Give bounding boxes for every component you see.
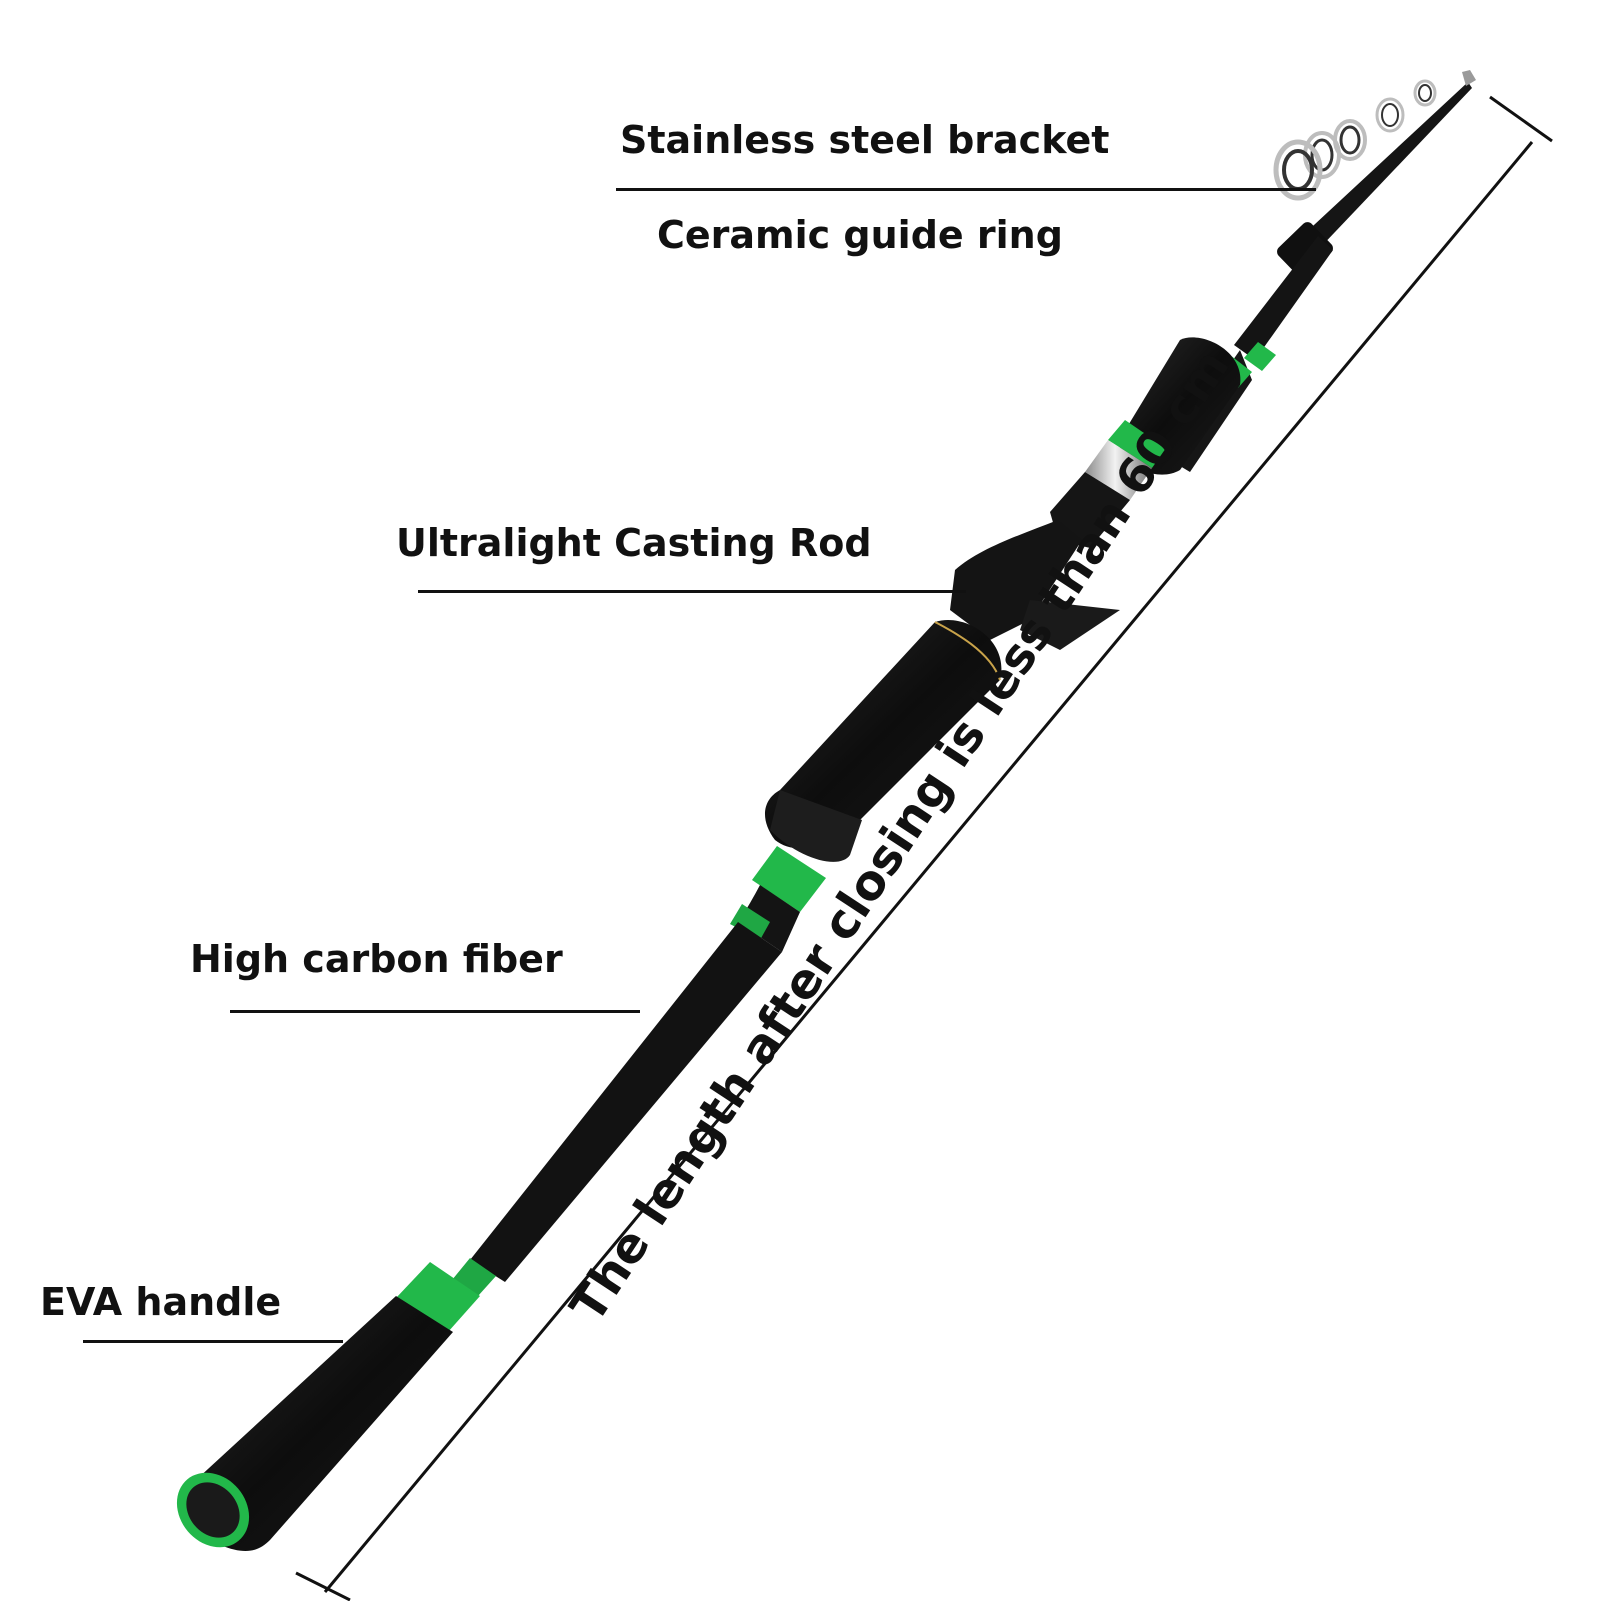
leader-line-casting [418,590,966,593]
callout-high-carbon-fiber: High carbon fiber [190,937,563,981]
rod-tip-section [1234,70,1476,371]
callout-ceramic-guide-ring: Ceramic guide ring [657,213,1063,257]
reel-seat [950,337,1252,650]
callout-stainless-steel-bracket: Stainless steel bracket [620,118,1110,162]
dimension-line [295,95,1553,1601]
callout-eva-handle: EVA handle [40,1280,282,1324]
leader-line-eva [83,1340,343,1343]
guide-ring-5 [1413,79,1437,107]
leader-line-bracket [616,188,1316,191]
trigger [1020,600,1120,650]
callout-ultralight-casting-rod: Ultralight Casting Rod [396,521,872,565]
butt-section [176,846,826,1552]
leader-line-carbon [230,1010,640,1013]
guide-ring-4 [1375,97,1405,133]
main-grip [764,619,1002,862]
